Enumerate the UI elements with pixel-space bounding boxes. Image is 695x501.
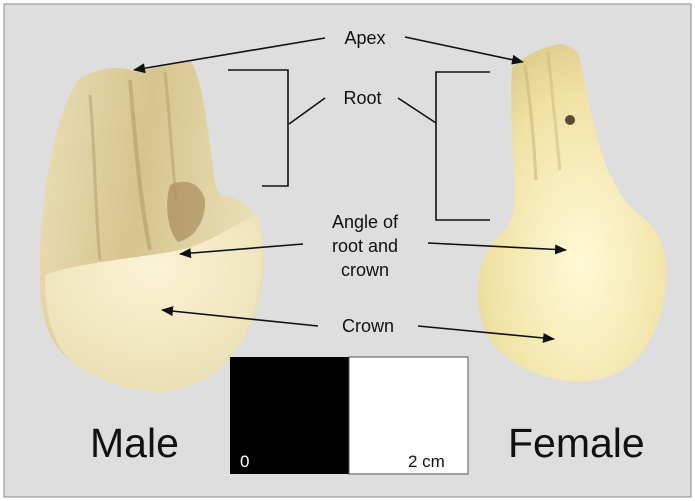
male-label: Male — [90, 423, 179, 464]
female-label: Female — [508, 423, 645, 464]
scale-bar-end-label: 2 cm — [408, 453, 445, 470]
female-tooth-hole — [565, 115, 575, 125]
angle-label-line3: crown — [305, 261, 425, 279]
apex-label: Apex — [330, 29, 400, 47]
root-label: Root — [325, 89, 400, 107]
angle-label-line2: root and — [305, 237, 425, 255]
angle-label-line1: Angle of — [305, 213, 425, 231]
crown-label: Crown — [318, 317, 418, 335]
scale-bar-start-label: 0 — [240, 453, 249, 470]
